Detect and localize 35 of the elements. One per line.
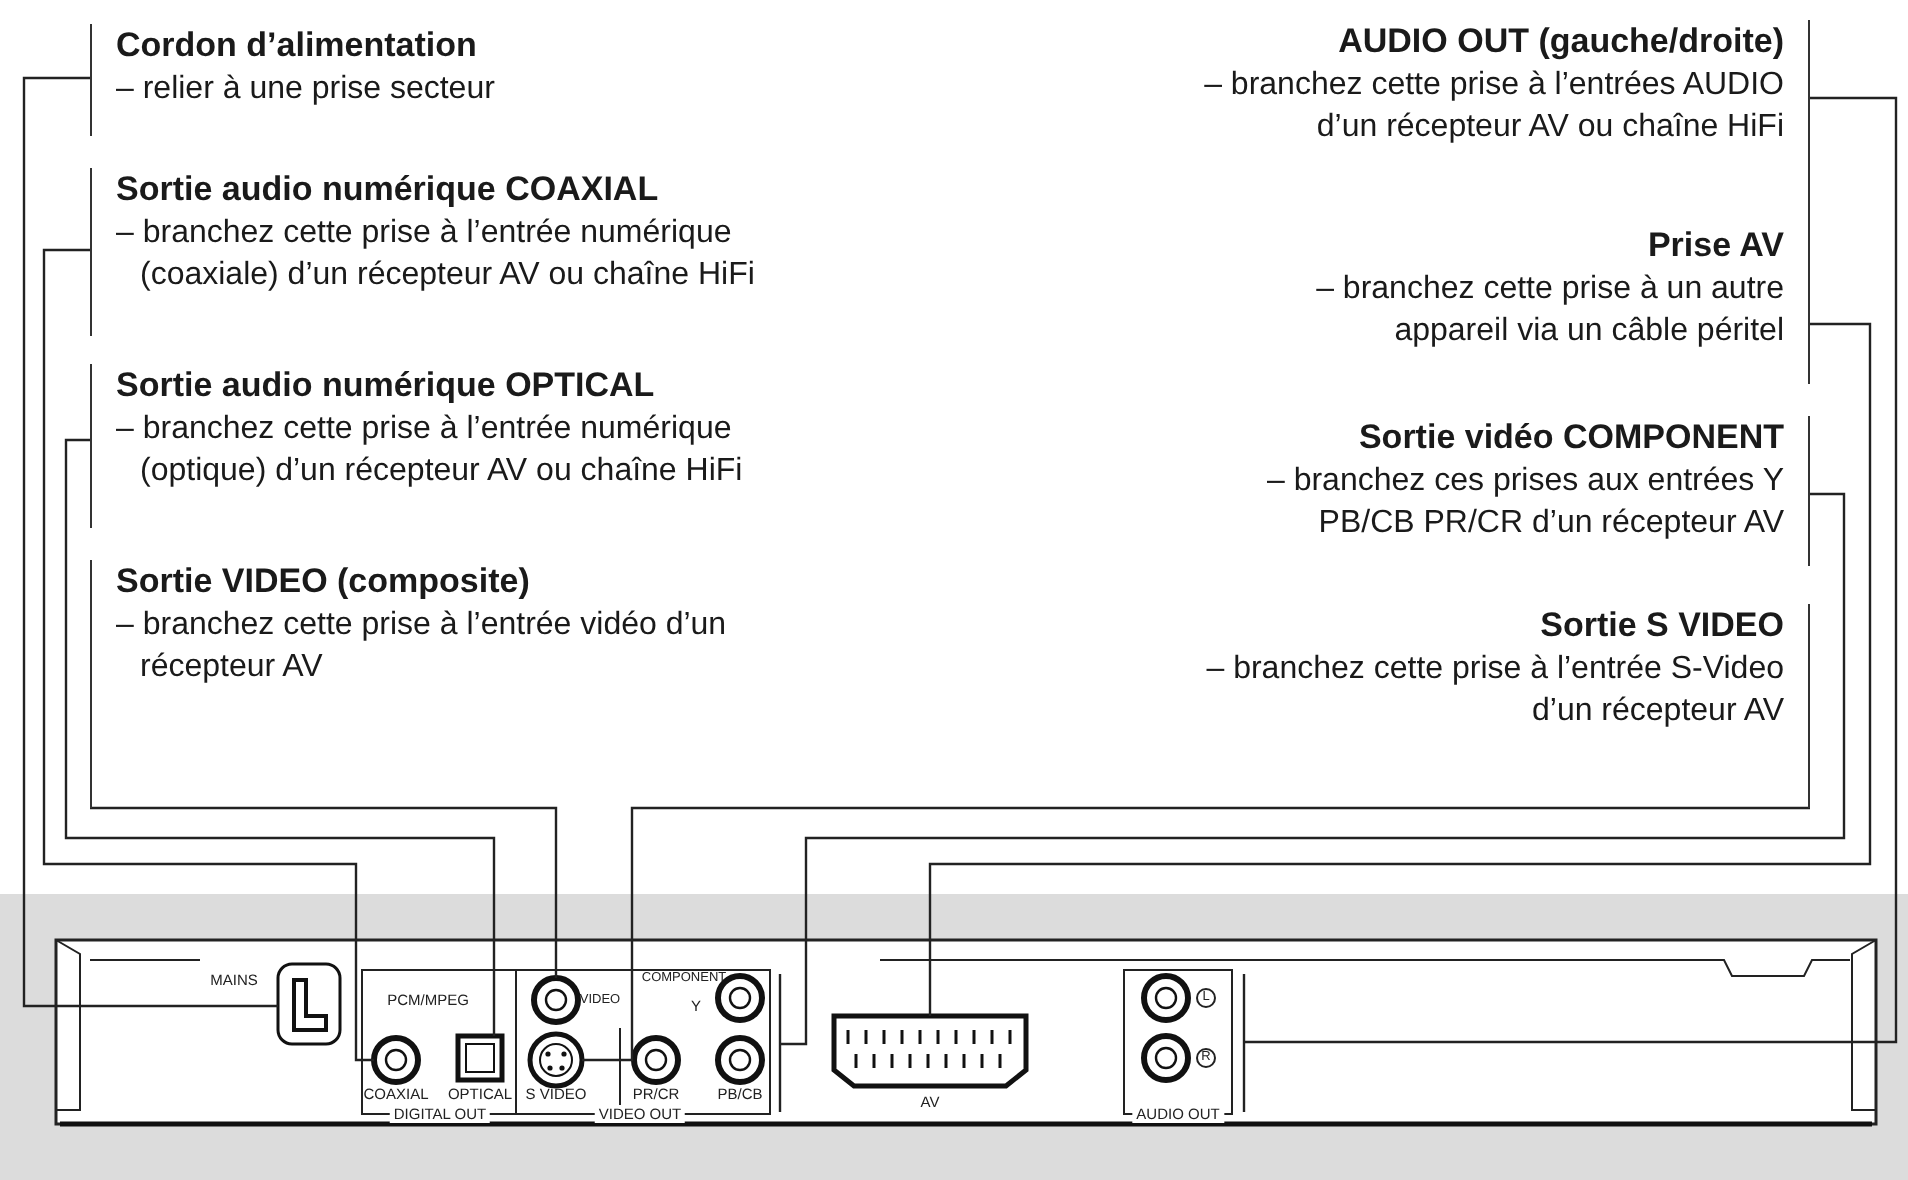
power-socket [276,962,342,1046]
callout-heading: Prise AV [1645,224,1784,268]
callout-text: – branchez ces prises aux entrées Y PB/CB PR/CR d’un récepteur AV [1264,462,1784,544]
rca-jack [1141,1033,1191,1083]
leader-line [582,806,1810,1062]
callout-heading: Sortie vidéo COMPONENT [1356,416,1784,460]
callout-text: – branchez cette prise à l’entrée numérique (optique) d’un récepteur AV ou chaîne HiFi [116,410,745,492]
scart-connector [831,1013,1029,1089]
leader-line [780,492,1846,1046]
callout-heading: Sortie audio numérique COAXIAL [116,168,661,212]
leader-line [928,322,1872,1016]
rca-jack [371,1035,421,1085]
callout-heading: Sortie S VIDEO [1538,604,1784,648]
callout-text: – branchez cette prise à un autre appareil via un câble péritel [1314,270,1784,352]
rca-jack [715,1035,765,1085]
bracket-line [1242,974,1246,1112]
leader-line [1244,96,1898,1044]
callout-text: – relier à une prise secteur [116,70,497,110]
callout-heading: Sortie audio numérique OPTICAL [116,364,657,408]
callout-text: – branchez cette prise à l’entrée S-Video d’un récepteur AV [1204,650,1784,732]
rca-jack [531,975,581,1025]
callout-heading: Cordon d’alimentation [116,24,479,68]
leader-line [22,76,278,1008]
leader-line [90,806,558,978]
callout-text: – branchez cette prise à l’entrée vidéo d’un récepteur AV [116,606,729,688]
optical-jack [455,1033,505,1083]
callout-text: – branchez cette prise à l’entrée numérique (coaxiale) d’un récepteur AV ou chaîne HiFi [116,214,757,296]
bracket-line [778,974,782,1112]
leader-line [64,438,496,1036]
callout-text: – branchez cette prise à l’entrées AUDIO d’un récepteur AV ou chaîne HiFi [1202,66,1784,148]
callout-heading: Sortie VIDEO (composite) [116,560,532,604]
leader-line [42,248,374,1062]
rca-jack [1141,973,1191,1023]
rca-jack [631,1035,681,1085]
callout-heading: AUDIO OUT (gauche/droite) [1336,20,1784,64]
